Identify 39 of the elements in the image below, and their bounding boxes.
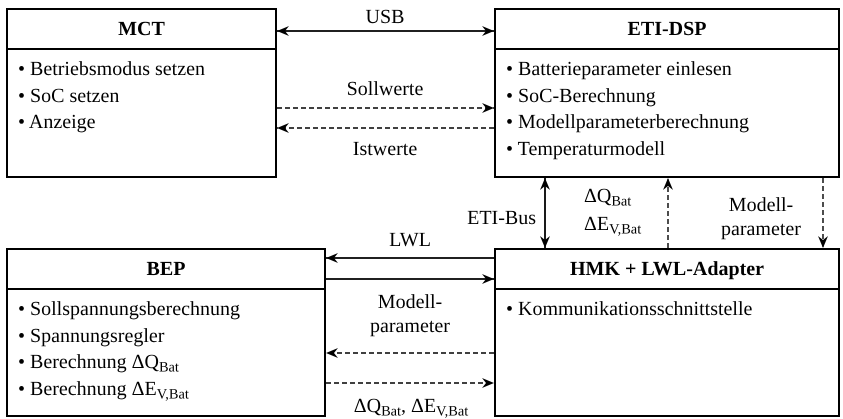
arrow [326,378,494,388]
edge-label: LWL [388,228,432,252]
list-item: • Betriebsmodus setzen [18,57,206,82]
arrow [326,253,494,263]
arrow [663,178,673,248]
process-box [6,248,326,417]
edge-label: ΔQ$_{Bat}$ ΔE$_{V,Bat}$ [584,184,642,238]
box-heading: BEP [8,250,324,290]
list-item: • Modellparameterberechnung [506,110,750,135]
arrow [540,178,550,248]
edge-label: ΔQ$_{Bat}$, ΔE$_{V,Bat}$ [352,394,470,418]
arrow [326,274,494,284]
box-heading: HMK + LWL-Adapter [496,250,838,290]
arrow [277,123,494,133]
box-heading: ETI-DSP [496,10,838,50]
list-item: • Temperaturmodell [506,136,666,162]
edge-label: Modell- parameter [369,290,451,338]
arrow [326,348,494,358]
process-box [6,8,277,178]
list-item: • Berechnung ΔQ$_{Bat}$ [18,350,180,376]
list-item: • Kommunikationsschnittstelle [506,297,754,322]
edge-label: USB [364,5,406,29]
list-item: • Berechnung ΔE$_{V,Bat}$ [18,376,190,402]
arrow [277,26,494,36]
edge-label: Modell- parameter [720,193,802,241]
process-box [494,8,840,178]
process-box [494,248,840,417]
list-item: • Sollspannungsberechnung [18,297,241,322]
edge-label: ETI-Bus [466,206,536,230]
list-item: • Anzeige [18,110,97,135]
arrow [818,178,828,248]
arrow [277,103,494,113]
list-item: • SoC setzen [18,84,120,108]
list-item: • SoC-Berechnung [506,84,657,108]
list-item: • Spannungsregler [18,324,166,348]
edge-label: Sollwerte [346,77,424,101]
list-item: • Batterieparameter einlesen [506,57,733,82]
edge-label: Istwerte [352,137,418,161]
box-heading: MCT [8,10,275,50]
